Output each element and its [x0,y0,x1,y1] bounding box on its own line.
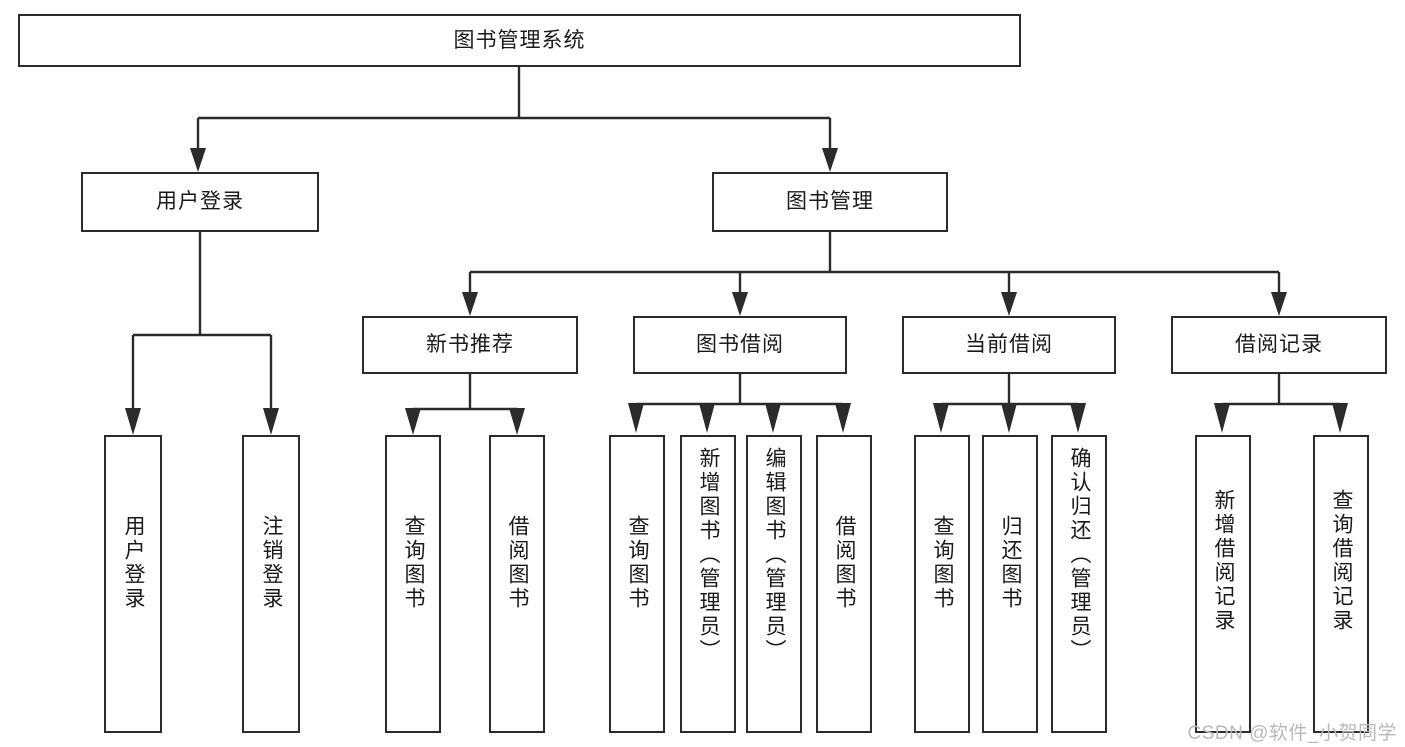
node-leaf-query-book-1-label: 查询图书 [402,515,426,611]
node-book-manage[interactable]: 图书管理 [712,172,948,232]
node-book-manage-label: 图书管理 [786,190,874,214]
arrow-to-leaf-query-book-1 [405,408,421,435]
node-user-login[interactable]: 用户登录 [81,172,319,232]
arrow-to-leaf-user-logout [263,408,279,435]
arrow-to-book-manage [822,148,838,172]
node-book-borrow-label: 图书借阅 [696,333,784,357]
node-leaf-add-book[interactable]: 新增图书（管理员） [680,435,736,733]
arrow-to-leaf-user-login [125,408,141,435]
node-leaf-return-book-label: 归还图书 [999,515,1023,611]
arrow-to-leaf-query-book-2 [628,403,644,433]
node-current-borrow-label: 当前借阅 [965,333,1053,357]
arrow-to-leaf-query-record [1332,403,1348,433]
node-leaf-user-login[interactable]: 用户登录 [104,435,162,733]
node-new-book-recommend[interactable]: 新书推荐 [362,316,578,374]
node-leaf-user-logout[interactable]: 注销登录 [242,435,300,733]
watermark-text: CSDN @软件_小贺同学 [1187,723,1397,744]
node-leaf-user-login-label: 用户登录 [122,515,146,611]
node-leaf-borrow-book-2-label: 借阅图书 [833,515,857,611]
arrow-to-leaf-return-book [1001,403,1017,433]
node-leaf-query-record[interactable]: 查询借阅记录 [1313,435,1369,733]
arrow-to-book-borrow [732,292,748,316]
node-root-label: 图书管理系统 [453,28,586,52]
node-leaf-query-book-3[interactable]: 查询图书 [914,435,970,733]
arrow-to-leaf-borrow-book-2 [835,403,851,433]
node-leaf-confirm-return-label: 确认归还（管理员） [1068,447,1092,663]
node-leaf-add-book-label: 新增图书（管理员） [697,447,721,663]
arrow-to-leaf-add-book [699,403,715,433]
node-new-book-recommend-label: 新书推荐 [426,333,514,357]
node-leaf-query-book-1[interactable]: 查询图书 [385,435,441,733]
node-leaf-return-book[interactable]: 归还图书 [982,435,1038,733]
node-leaf-query-book-2-label: 查询图书 [626,515,650,611]
node-user-login-label: 用户登录 [156,190,244,214]
arrow-to-borrow-record [1271,292,1287,316]
arrow-to-leaf-edit-book [765,403,781,433]
arrow-to-leaf-borrow-book-1 [509,408,525,435]
node-leaf-query-record-label: 查询借阅记录 [1330,489,1354,633]
arrow-to-new-book [462,292,478,316]
node-leaf-borrow-book-2[interactable]: 借阅图书 [816,435,872,733]
arrow-to-leaf-confirm-return [1070,403,1086,433]
node-root[interactable]: 图书管理系统 [18,14,1021,67]
node-leaf-add-record[interactable]: 新增借阅记录 [1195,435,1251,733]
node-leaf-borrow-book-1-label: 借阅图书 [506,515,530,611]
node-leaf-add-record-label: 新增借阅记录 [1212,489,1236,633]
node-leaf-confirm-return[interactable]: 确认归还（管理员） [1051,435,1107,733]
node-leaf-query-book-2[interactable]: 查询图书 [609,435,665,733]
node-current-borrow[interactable]: 当前借阅 [902,316,1116,374]
node-leaf-edit-book-label: 编辑图书（管理员） [763,447,787,663]
arrow-to-leaf-add-record [1214,403,1230,433]
node-borrow-record-label: 借阅记录 [1235,333,1323,357]
node-borrow-record[interactable]: 借阅记录 [1171,316,1387,374]
node-book-borrow[interactable]: 图书借阅 [633,316,847,374]
node-leaf-edit-book[interactable]: 编辑图书（管理员） [746,435,802,733]
node-leaf-borrow-book-1[interactable]: 借阅图书 [489,435,545,733]
arrow-to-leaf-query-book-3 [933,403,949,433]
node-leaf-user-logout-label: 注销登录 [260,515,284,611]
arrow-to-user-login [190,148,206,172]
arrow-to-current-borrow [1001,292,1017,316]
node-leaf-query-book-3-label: 查询图书 [931,515,955,611]
